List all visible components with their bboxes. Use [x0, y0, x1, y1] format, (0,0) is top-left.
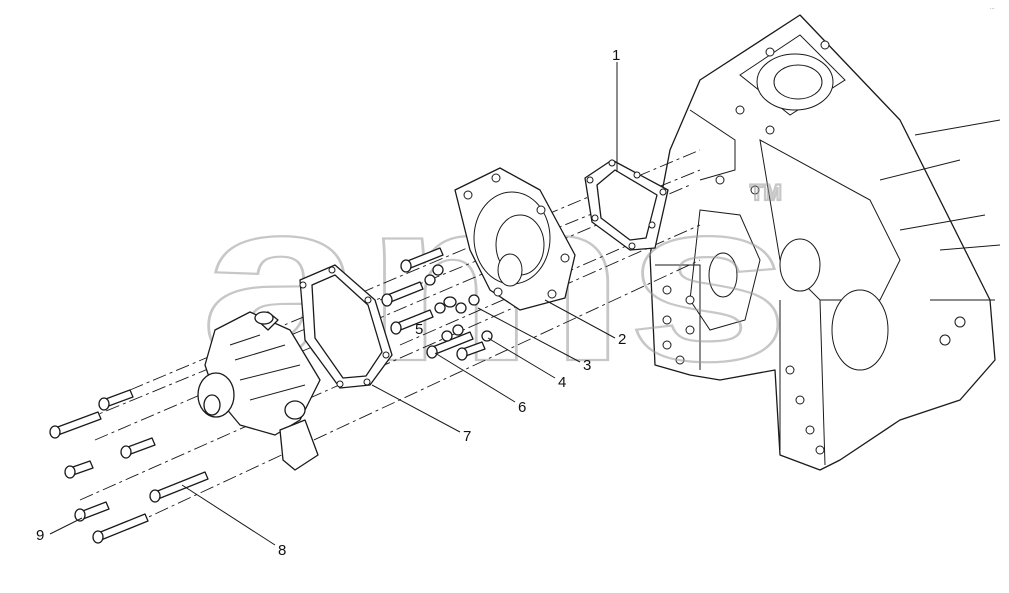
engine-block — [649, 14, 1001, 471]
leader-lines — [49, 62, 618, 546]
callout-1: 1 — [612, 47, 620, 64]
water-pump-gasket — [299, 264, 393, 389]
callout-5: 5 — [415, 321, 423, 338]
thermostat-gasket — [584, 159, 669, 251]
callout-9: 9 — [36, 527, 44, 544]
callout-labels: 1 2 3 4 5 6 7 8 9 — [36, 47, 626, 559]
pump-adapter-housing — [454, 167, 576, 311]
callout-6: 6 — [518, 399, 526, 416]
callout-8: 8 — [278, 542, 286, 559]
pump-bolts — [49, 389, 209, 544]
callout-4: 4 — [558, 374, 566, 391]
svg-text:TM: TM — [750, 180, 782, 205]
corner-mark: ··· — [990, 6, 995, 12]
callout-3: 3 — [583, 357, 591, 374]
housing-bolts — [381, 247, 493, 361]
callout-2: 2 — [618, 331, 626, 348]
callout-7: 7 — [463, 428, 471, 445]
water-pump — [197, 311, 321, 471]
